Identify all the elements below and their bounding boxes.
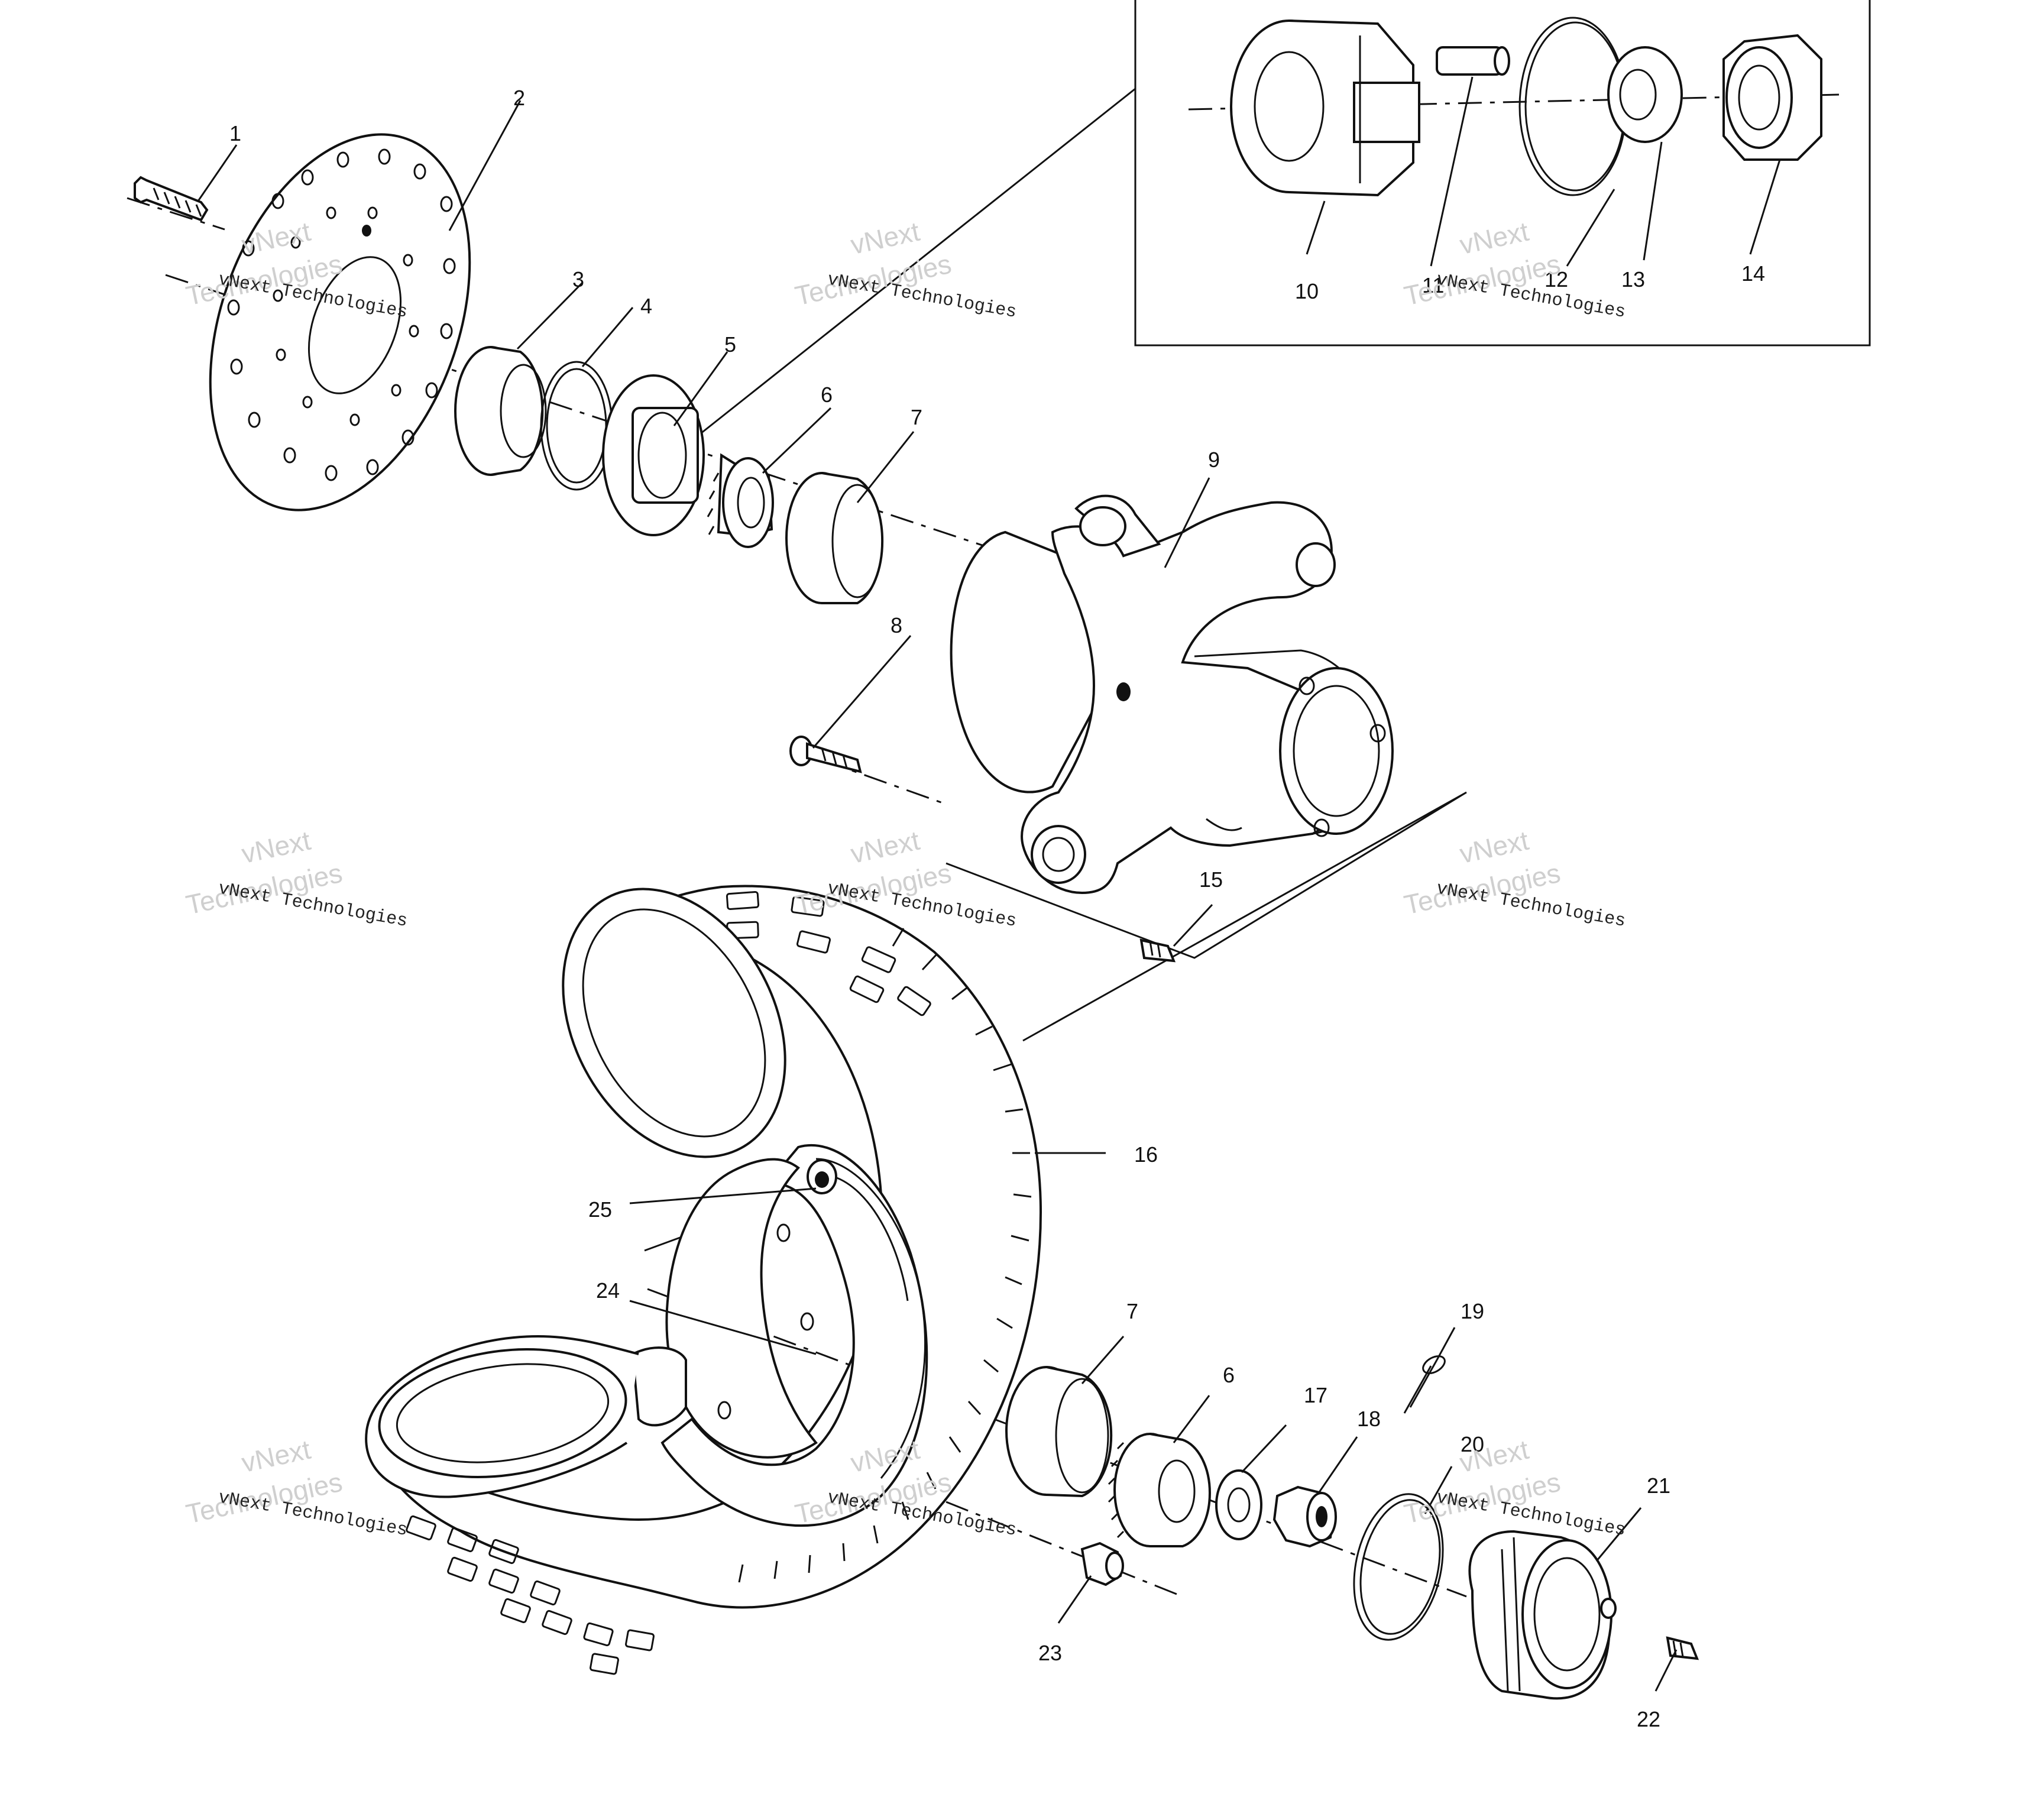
detail-inset-frame xyxy=(1134,0,1871,346)
callout-11: 11 xyxy=(1422,273,1444,297)
part-13-washer xyxy=(1607,46,1683,143)
part-23-lug-nut xyxy=(1080,1542,1124,1586)
callout-7a: 7 xyxy=(911,405,922,429)
callout-6b: 6 xyxy=(1223,1363,1235,1387)
bolt-axis xyxy=(127,197,225,231)
callout-9: 9 xyxy=(1208,448,1220,472)
nut-23-axis xyxy=(945,1501,1183,1598)
part-1-bolt xyxy=(134,176,209,222)
svg-text:vNext: vNext xyxy=(239,825,313,869)
part-7-race-lower xyxy=(1005,1366,1113,1498)
callout-7b: 7 xyxy=(1126,1299,1138,1323)
part-2-brake-disc xyxy=(209,133,471,511)
callout-8: 8 xyxy=(891,613,902,637)
part-9-hub-knuckle xyxy=(950,494,1394,895)
part-3-seal xyxy=(454,346,547,476)
part-7-race-upper xyxy=(785,472,884,604)
watermark-6: vNext Technologies vNext Technologies xyxy=(1401,825,1627,932)
watermark-3: vNext Technologies vNext Technologies xyxy=(1401,216,1627,323)
part-6-bearing-lower xyxy=(1108,1433,1211,1547)
callout-3: 3 xyxy=(572,267,584,292)
callout-19: 19 xyxy=(1461,1299,1484,1323)
callout-2: 2 xyxy=(513,86,525,110)
watermark-9: vNext Technologies vNext Technologies xyxy=(1401,1434,1627,1541)
callout-22: 22 xyxy=(1637,1707,1660,1731)
callout-15: 15 xyxy=(1199,867,1223,892)
part-5-bearing-carrier xyxy=(602,374,705,536)
part-10-locking-hub xyxy=(1230,20,1420,197)
callout-21: 21 xyxy=(1647,1474,1670,1498)
callout-labels: 1 2 3 4 5 6 7 8 9 10 11 12 13 14 15 16 2… xyxy=(229,86,1765,1731)
leader-lines xyxy=(197,76,1781,1692)
watermark-4: vNext Technologies vNext Technologies xyxy=(183,825,409,932)
part-6-bearing-upper xyxy=(707,453,774,548)
watermark-2: vNext Technologies vNext Technologies xyxy=(792,216,1018,323)
detail-inset xyxy=(691,0,1871,442)
part-19-cotter-pin xyxy=(1403,1355,1446,1414)
svg-text:vNext: vNext xyxy=(1457,216,1531,260)
callout-6a: 6 xyxy=(821,383,833,407)
part-22-screw xyxy=(1666,1636,1699,1660)
tire-bead-upper xyxy=(562,888,786,1158)
callout-13: 13 xyxy=(1621,267,1645,292)
svg-text:vNext: vNext xyxy=(1457,825,1531,869)
hub-phantom-lines xyxy=(945,791,1467,1042)
callout-16: 16 xyxy=(1134,1142,1158,1167)
svg-text:vNext: vNext xyxy=(848,216,922,260)
part-4-ring xyxy=(540,361,613,491)
part-15-stud xyxy=(1139,938,1176,963)
callout-18: 18 xyxy=(1357,1407,1381,1431)
callout-5: 5 xyxy=(724,332,736,357)
part-25-valve xyxy=(807,1159,837,1194)
part-24-wheel-rim xyxy=(631,1144,928,1527)
detail-inset-pointer xyxy=(691,88,1136,442)
part-21-hub-cap xyxy=(1468,1530,1617,1700)
callout-23: 23 xyxy=(1038,1641,1062,1665)
callout-20: 20 xyxy=(1461,1432,1484,1456)
callout-12: 12 xyxy=(1544,267,1568,292)
part-14-hex-nut xyxy=(1722,34,1822,161)
part-18-castle-nut xyxy=(1272,1485,1337,1548)
callout-1: 1 xyxy=(229,121,241,145)
part-20-ring xyxy=(1353,1493,1444,1641)
callout-4: 4 xyxy=(640,294,652,318)
tire-bead-lower xyxy=(365,1335,639,1498)
part-17-washer xyxy=(1215,1469,1262,1540)
callout-17: 17 xyxy=(1304,1383,1327,1407)
svg-text:vNext: vNext xyxy=(239,1434,313,1478)
callout-10: 10 xyxy=(1295,279,1319,303)
svg-text:vNext: vNext xyxy=(848,825,922,869)
callout-24: 24 xyxy=(596,1278,620,1303)
part-8-bolt xyxy=(789,736,862,773)
part-11-pin xyxy=(1436,46,1510,76)
callout-25: 25 xyxy=(588,1197,612,1222)
callout-14: 14 xyxy=(1741,261,1765,286)
